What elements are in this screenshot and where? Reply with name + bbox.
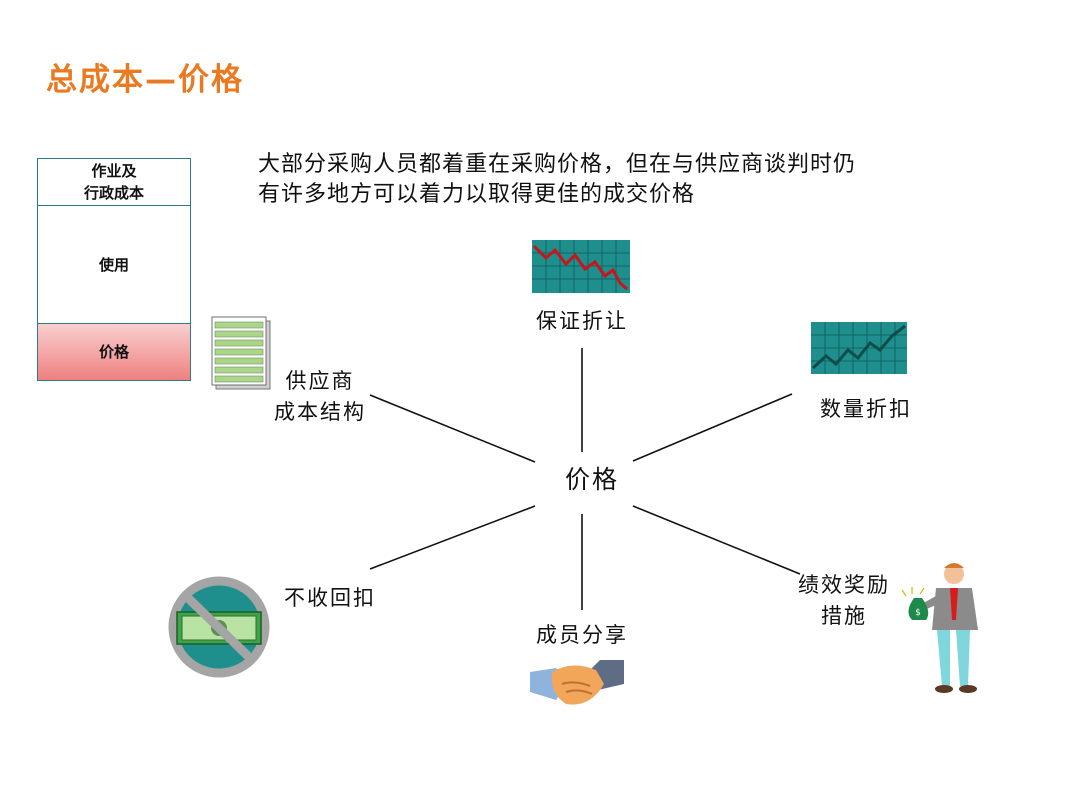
incentive-label: 绩效奖励 措施 (798, 570, 890, 632)
cost-stack-usage-box: 使用 (37, 205, 191, 324)
cost-stack-price-label: 价格 (98, 343, 129, 361)
rising-chart-icon (811, 322, 907, 374)
spoke-upper-right (632, 393, 793, 462)
center-node-label: 价格 (564, 465, 620, 494)
cost-stack-admin-line2: 行政成本 (83, 184, 144, 202)
intro-line-1: 大部分采购人员都着重在采购价格，但在与供应商谈判时仍 (258, 152, 857, 177)
slide-title: 总成本—价格 (46, 62, 244, 98)
no-money-icon (168, 576, 270, 678)
cost-stack-usage-label: 使用 (98, 255, 129, 274)
spreadsheet-icon (211, 316, 271, 390)
incentive-line2: 措施 (821, 604, 867, 628)
supplier-cost-label: 供应商 成本结构 (274, 366, 366, 428)
member-sharing-label: 成员分享 (536, 623, 628, 647)
spoke-lower-left (369, 505, 536, 570)
cost-stack-price-box: 价格 (37, 323, 191, 381)
volume-discount-label: 数量折扣 (820, 397, 912, 421)
spoke-lines (369, 348, 801, 610)
supplier-cost-line2: 成本结构 (274, 400, 366, 424)
no-kickback-label: 不收回扣 (284, 586, 376, 610)
declining-chart-icon (532, 240, 630, 293)
guarantee-discount-label: 保证折让 (536, 309, 628, 333)
supplier-cost-line1: 供应商 (285, 369, 355, 393)
cost-stack-admin-line1: 作业及 (91, 162, 137, 180)
intro-line-2: 有许多地方可以着力以取得更佳的成交价格 (258, 182, 696, 207)
svg-text:$: $ (915, 608, 921, 618)
incentive-line1: 绩效奖励 (798, 573, 890, 597)
businessman-money-bag-icon: $ (901, 563, 978, 693)
intro-text: 大部分采购人员都着重在采购价格，但在与供应商谈判时仍 有许多地方可以着力以取得更… (258, 150, 978, 210)
spoke-upper-left (369, 394, 536, 463)
spoke-lower-right (632, 505, 801, 575)
handshake-icon (530, 660, 624, 705)
